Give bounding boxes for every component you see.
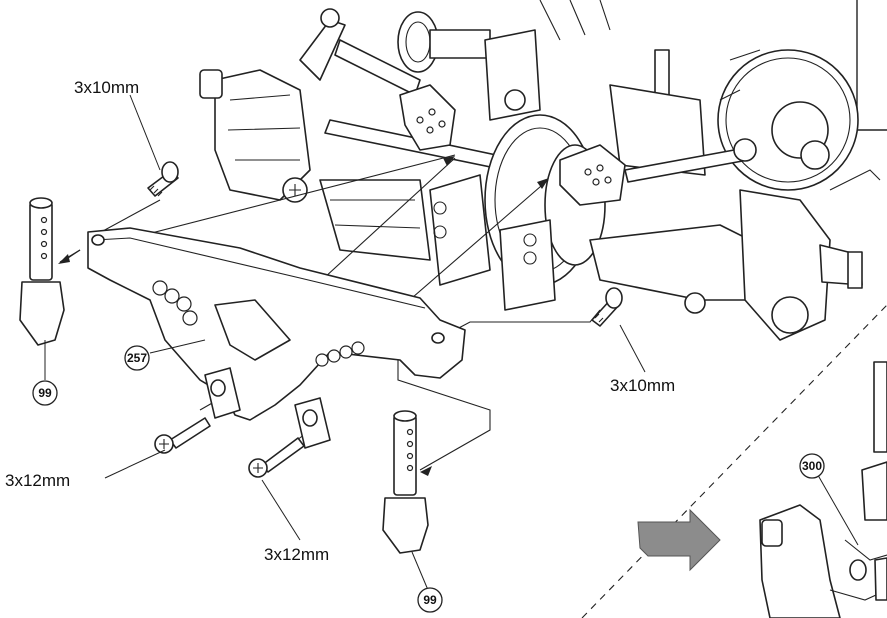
insert-arrows [58, 156, 549, 476]
part-number-300: 300 [799, 453, 825, 479]
svg-text:300: 300 [802, 459, 822, 473]
body-mount-left [19, 197, 81, 346]
body-mount-center [382, 410, 429, 554]
screw-3x12-center [248, 437, 305, 478]
screw-label-bottom-left: 3x12mm [5, 471, 70, 490]
screw-3x12-left [154, 417, 211, 454]
svg-text:99: 99 [423, 593, 437, 607]
svg-text:99: 99 [38, 386, 52, 400]
screw-label-top: 3x10mm [74, 78, 139, 97]
svg-text:257: 257 [127, 351, 147, 365]
instruction-box-edge [856, 0, 887, 131]
inset-detail [581, 304, 887, 618]
shock-stay [87, 227, 466, 449]
part-number-257: 257 [124, 345, 150, 371]
screw-3x10-right [591, 287, 623, 327]
part-number-99-center: 99 [417, 587, 443, 613]
part-number-99-left: 99 [32, 380, 58, 406]
direction-arrow-icon [637, 508, 721, 572]
screw-label-right: 3x10mm [610, 376, 675, 395]
leader-lines [44, 94, 859, 591]
chassis-assembly [199, 0, 881, 341]
screw-label-bottom-center: 3x12mm [264, 545, 329, 564]
screw-3x10-top [147, 161, 179, 197]
